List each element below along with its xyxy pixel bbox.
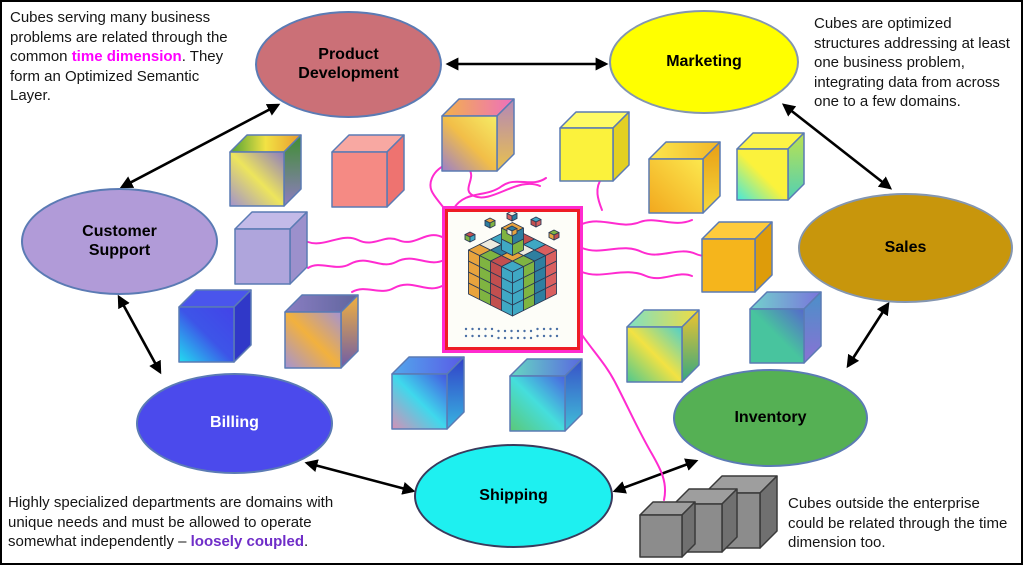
data-cube-4	[648, 141, 721, 214]
time-dimension-squiggle-1	[307, 257, 445, 269]
time-dimension-squiggle-4	[453, 177, 547, 209]
connector-arrow-3	[304, 459, 416, 495]
time-dimension-squiggle-8	[581, 271, 693, 280]
domain-ellipse-customer-support: Customer Support	[21, 188, 218, 295]
data-cube-0	[229, 134, 302, 207]
domain-ellipse-inventory: Inventory	[673, 369, 868, 467]
data-cube-7	[701, 221, 773, 293]
note-bottom-left-text: Highly specialized departments are domai…	[8, 494, 334, 550]
domain-label-customer-support: Customer Support	[82, 222, 157, 259]
domain-ellipse-sales: Sales	[798, 193, 1013, 303]
domain-ellipse-billing: Billing	[136, 373, 333, 474]
connector-arrow-5	[846, 301, 890, 369]
note-bottom-right-text: Cubes outside the enterprise could be re…	[788, 495, 1008, 551]
time-dimension-squiggle-2	[351, 283, 443, 293]
note-top-left-post: . They form an Optimized Semantic Layer.	[10, 48, 224, 104]
data-cube-10	[626, 309, 700, 383]
data-cube-6	[234, 211, 308, 285]
cube-lattice-image	[445, 209, 580, 350]
time-dimension-squiggle-9	[579, 331, 666, 501]
outside-enterprise-cube-2	[639, 501, 696, 558]
time-dimension-squiggle-0	[307, 234, 445, 245]
connector-arrow-4	[612, 458, 699, 494]
data-cube-3	[559, 111, 630, 182]
domain-ellipse-product-development: Product Development	[255, 11, 442, 118]
domain-label-shipping: Shipping	[479, 486, 548, 504]
domain-label-inventory: Inventory	[734, 408, 807, 426]
data-cube-12	[391, 356, 465, 430]
data-cube-8	[178, 289, 252, 363]
connector-arrow-2	[117, 294, 162, 375]
data-cube-1	[331, 134, 405, 208]
data-cube-11	[749, 291, 822, 364]
note-top-left-highlight: time dimension	[71, 48, 182, 65]
note-top-left-text: Cubes serving many business problems are…	[10, 9, 228, 65]
domain-label-marketing: Marketing	[666, 52, 742, 70]
data-cube-9	[284, 294, 359, 369]
data-cube-5	[736, 132, 805, 201]
note-top-right-text: Cubes are optimized structures addressin…	[814, 15, 1010, 110]
note-bottom-left-highlight: loosely coupled	[190, 533, 304, 550]
cube-lattice-art	[464, 212, 560, 340]
note-bottom-left: Highly specialized departments are domai…	[8, 493, 366, 552]
domain-label-product-development: Product Development	[298, 45, 399, 82]
data-cube-2	[441, 98, 515, 172]
connector-arrow-1	[119, 103, 281, 189]
connector-arrow-6	[781, 103, 893, 190]
domain-label-sales: Sales	[884, 238, 927, 256]
note-bottom-right: Cubes outside the enterprise could be re…	[788, 494, 1016, 553]
data-cube-13	[509, 358, 583, 432]
note-bottom-left-post: .	[303, 533, 309, 550]
domain-ellipse-marketing: Marketing	[609, 10, 799, 114]
note-top-left: Cubes serving many business problems are…	[10, 8, 232, 106]
note-top-right: Cubes are optimized structures addressin…	[814, 14, 1016, 112]
domain-label-billing: Billing	[210, 414, 259, 432]
domain-ellipse-shipping: Shipping	[414, 444, 613, 548]
time-dimension-squiggle-6	[581, 219, 693, 226]
